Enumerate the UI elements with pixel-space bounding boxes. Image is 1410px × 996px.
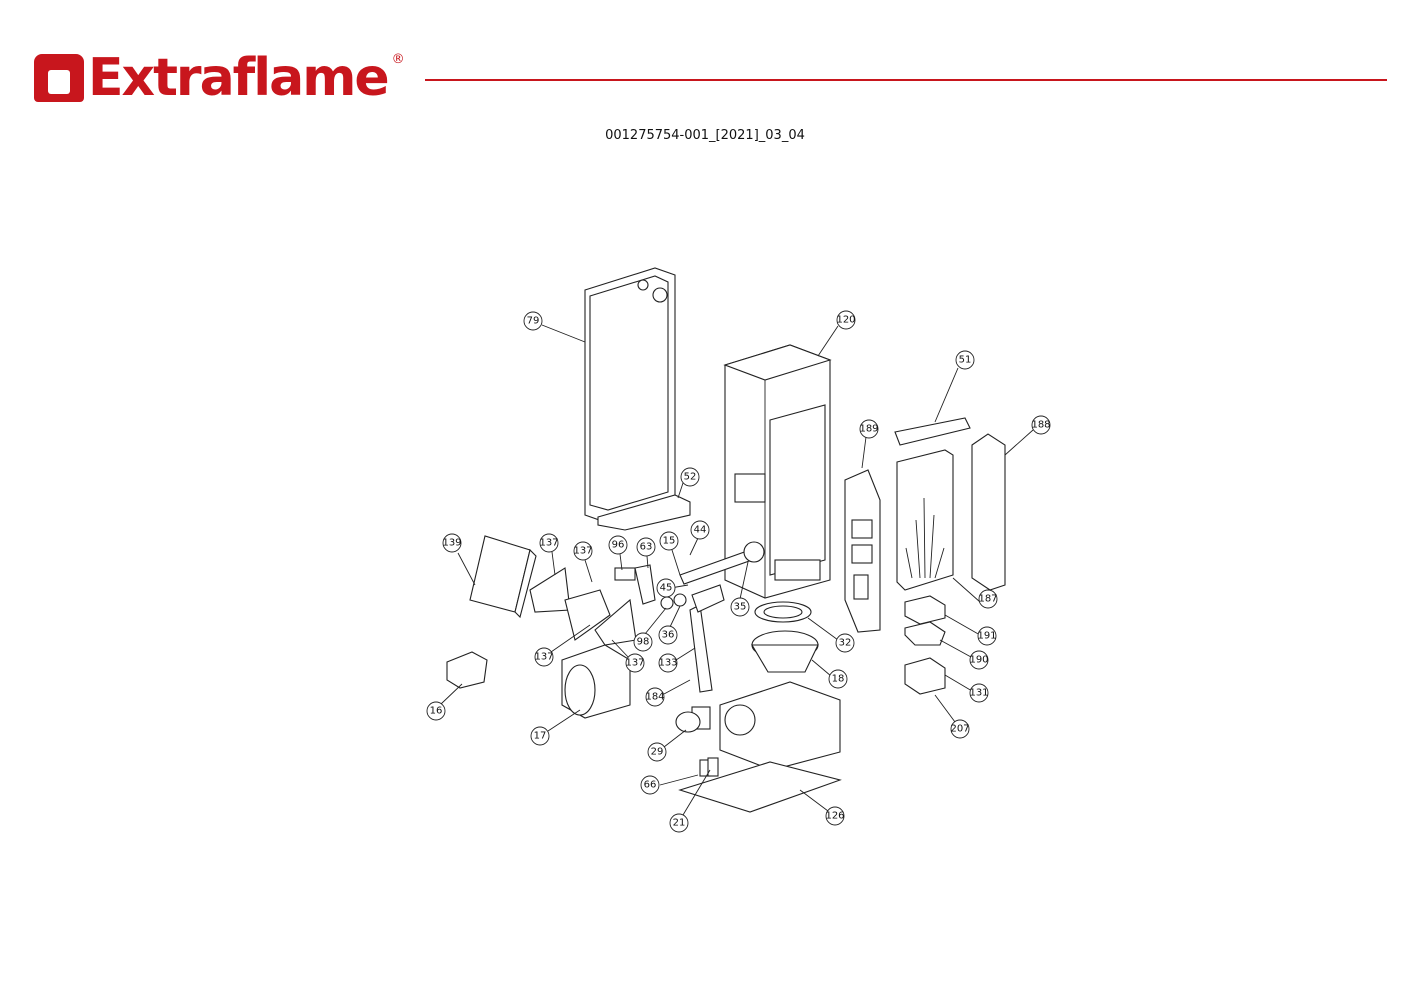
callout-126: 126 [825,806,845,826]
callout-32: 32 [835,633,855,653]
brand-name: Extraflame [88,48,390,108]
callout-35: 35 [730,597,750,617]
registered-mark: ® [391,52,405,67]
callout-137: 137 [539,533,559,553]
callout-63: 63 [636,537,656,557]
callout-96: 96 [608,535,628,555]
callout-133: 133 [658,653,678,673]
svg-text:131: 131 [969,688,988,699]
svg-text:126: 126 [825,811,844,822]
logo-mark-icon [34,54,84,102]
callout-207: 207 [950,719,970,739]
document-id: 001275754-001_[2021]_03_04 [605,128,805,143]
svg-text:21: 21 [673,818,686,829]
callout-21: 21 [669,813,689,833]
svg-text:189: 189 [859,424,878,435]
svg-text:15: 15 [663,536,676,547]
callout-36: 36 [658,625,678,645]
callout-131: 131 [969,683,989,703]
callout-137: 137 [573,541,593,561]
svg-text:188: 188 [1031,420,1050,431]
svg-text:137: 137 [573,546,592,557]
svg-text:63: 63 [640,542,653,553]
svg-text:44: 44 [694,525,707,536]
callout-45: 45 [656,578,676,598]
callout-139: 139 [442,533,462,553]
svg-text:184: 184 [645,692,664,703]
parts [446,267,1006,813]
svg-text:137: 137 [625,658,644,669]
svg-text:133: 133 [658,658,677,669]
callout-188: 188 [1031,415,1051,435]
svg-text:18: 18 [832,674,845,685]
svg-text:187: 187 [978,594,997,605]
svg-text:35: 35 [734,602,747,613]
extraflame-logo: Extraflame ® [34,50,405,106]
svg-text:32: 32 [839,638,852,649]
svg-text:29: 29 [651,747,664,758]
callout-137: 137 [625,653,645,673]
svg-text:139: 139 [442,538,461,549]
callout-52: 52 [680,467,700,487]
svg-text:207: 207 [950,724,969,735]
callouts: 79 120 51 189 188 52 139 137 137 96 63 1… [426,310,1051,833]
callout-44: 44 [690,520,710,540]
svg-text:190: 190 [969,655,988,666]
callout-184: 184 [645,687,665,707]
svg-text:52: 52 [684,472,697,483]
callout-187: 187 [978,589,998,609]
svg-text:79: 79 [527,316,540,327]
svg-text:98: 98 [637,637,650,648]
svg-text:45: 45 [660,583,673,594]
callout-98: 98 [633,632,653,652]
callout-29: 29 [647,742,667,762]
svg-text:16: 16 [430,706,443,717]
callout-18: 18 [828,669,848,689]
callout-51: 51 [955,350,975,370]
svg-text:51: 51 [959,355,972,366]
svg-text:137: 137 [539,538,558,549]
callout-189: 189 [859,419,879,439]
callout-17: 17 [530,726,550,746]
svg-text:191: 191 [977,631,996,642]
callout-16: 16 [426,701,446,721]
callout-137: 137 [534,647,554,667]
callout-15: 15 [659,531,679,551]
callout-191: 191 [977,626,997,646]
svg-text:17: 17 [534,731,547,742]
header-divider [425,79,1387,81]
leader-lines [440,324,1034,816]
callout-120: 120 [836,310,856,330]
callout-190: 190 [969,650,989,670]
svg-text:66: 66 [644,780,657,791]
callout-66: 66 [640,775,660,795]
svg-text:36: 36 [662,630,675,641]
svg-text:96: 96 [612,540,625,551]
callout-79: 79 [523,311,543,331]
svg-text:137: 137 [534,652,553,663]
svg-text:120: 120 [836,315,855,326]
